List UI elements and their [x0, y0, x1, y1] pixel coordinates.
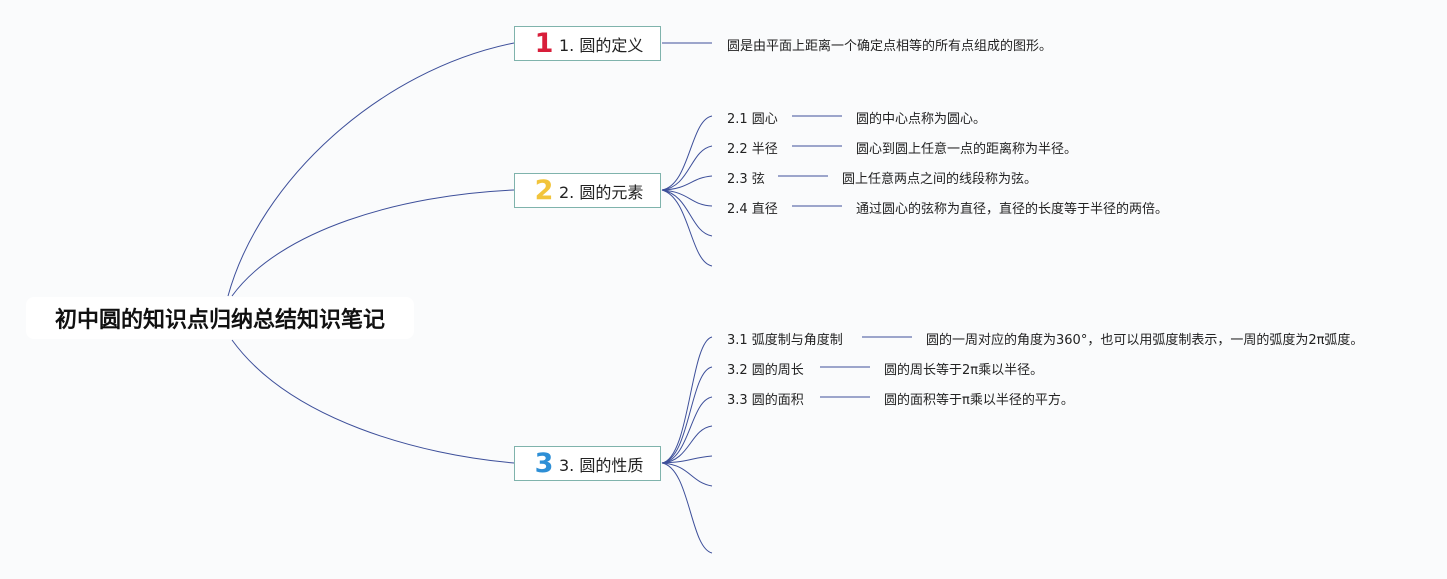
branch-label: 3. 圆的性质: [559, 455, 644, 475]
root-title: 初中圆的知识点归纳总结知识笔记: [54, 308, 385, 333]
subtopic-center-label[interactable]: 2.1 圆心: [727, 112, 778, 127]
number-one-icon: 1: [534, 28, 554, 59]
branch-label: 1. 圆的定义: [559, 35, 644, 55]
root-link-1: [227, 42, 515, 297]
subtopic-radian-label[interactable]: 3.1 弧度制与角度制: [727, 333, 843, 348]
subtopic-diameter-text: 通过圆心的弦称为直径，直径的长度等于半径的两倍。: [856, 202, 1169, 217]
definition-text: 圆是由平面上距离一个确定点相等的所有点组成的图形。: [727, 39, 1053, 54]
subtopic-area-text: 圆的面积等于π乘以半径的平方。: [884, 393, 1074, 408]
subtopic-area-label[interactable]: 3.3 圆的面积: [727, 393, 804, 408]
subtopic-center-text: 圆的中心点称为圆心。: [856, 112, 987, 127]
subtopic-circumference-text: 圆的周长等于2π乘以半径。: [884, 363, 1044, 378]
subtopic-chord-text: 圆上任意两点之间的线段称为弦。: [842, 172, 1038, 187]
branch-properties[interactable]: 3 3. 圆的性质: [514, 446, 661, 481]
root-link-3: [231, 339, 515, 464]
number-three-icon: 3: [534, 448, 554, 479]
root-link-2: [231, 189, 515, 297]
subtopic-radian-text: 圆的一周对应的角度为360°，也可以用弧度制表示，一周的弧度为2π弧度。: [926, 333, 1364, 348]
subtopic-diameter-label[interactable]: 2.4 直径: [727, 202, 778, 217]
subtopic-radius-label[interactable]: 2.2 半径: [727, 142, 778, 157]
subtopic-radius-text: 圆心到圆上任意一点的距离称为半径。: [856, 142, 1078, 157]
branch-label: 2. 圆的元素: [559, 182, 644, 202]
branch-definition[interactable]: 1 1. 圆的定义: [514, 26, 661, 61]
root-topic[interactable]: 初中圆的知识点归纳总结知识笔记: [26, 297, 414, 339]
number-two-icon: 2: [534, 175, 554, 206]
subtopic-circumference-label[interactable]: 3.2 圆的周长: [727, 363, 804, 378]
branch-elements[interactable]: 2 2. 圆的元素: [514, 173, 661, 208]
subtopic-chord-label[interactable]: 2.3 弦: [727, 172, 765, 187]
